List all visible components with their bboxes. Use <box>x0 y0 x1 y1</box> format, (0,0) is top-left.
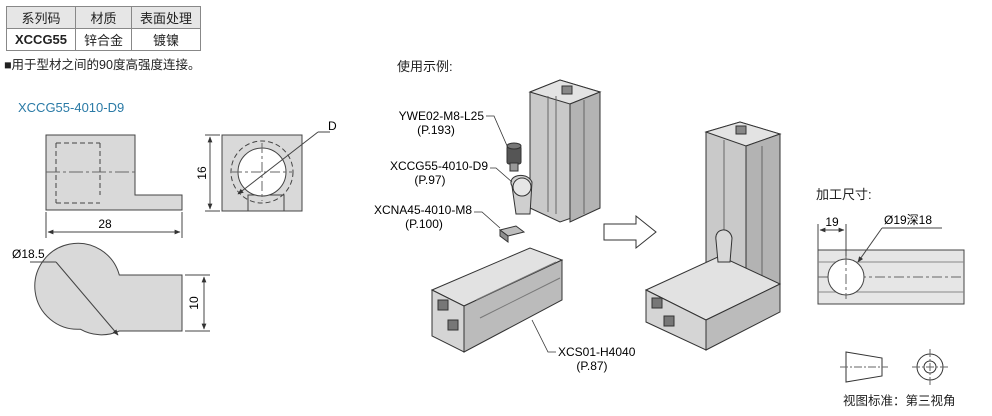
machining-offset: 19 <box>825 215 839 229</box>
description-text: ■用于型材之间的90度高强度连接。 <box>4 58 201 72</box>
dimension-height: 16 <box>195 166 209 180</box>
t-nut-page-label: (P.100) <box>405 217 443 231</box>
usage-example-title: 使用示例: <box>397 59 453 74</box>
value-surface-treatment: 镀镍 <box>131 28 202 51</box>
callout-leaders <box>474 115 556 353</box>
part-model-title: XCCG55-4010-D9 <box>18 100 125 115</box>
dimension-length: 28 <box>98 217 112 231</box>
value-series-code: XCCG55 <box>5 28 77 51</box>
front-view <box>45 134 183 238</box>
header-surface-treatment: 表面处理 <box>131 6 202 29</box>
third-angle-projection-icon <box>840 349 948 385</box>
spec-value-row: XCCG55 锌合金 镀镍 <box>5 28 202 51</box>
profile-page-label: (P.87) <box>576 359 607 373</box>
bolt-code-label: YWE02-M8-L25 <box>399 109 485 123</box>
machining-dimension-title: 加工尺寸: <box>816 187 872 202</box>
horizontal-profile <box>430 247 564 353</box>
bolt-part <box>506 142 522 172</box>
spec-header-row: 系列码 材质 表面处理 <box>5 6 202 29</box>
dimension-d-label: D <box>328 119 337 133</box>
vertical-profile <box>528 79 602 223</box>
connector-part <box>510 174 533 215</box>
machining-hole-spec: Ø19深18 <box>884 213 932 227</box>
header-material: 材质 <box>75 6 133 29</box>
profile-code-label: XCS01-H4040 <box>558 345 636 359</box>
assembly-arrow <box>603 214 657 250</box>
machining-detail <box>817 224 965 305</box>
connector-page-label: (P.97) <box>414 173 445 187</box>
side-view <box>205 131 330 212</box>
value-material: 锌合金 <box>75 28 133 51</box>
t-nut-part <box>498 225 526 243</box>
bolt-page-label: (P.193) <box>417 123 455 137</box>
dimension-diameter: Ø18.5 <box>12 247 45 261</box>
header-series-code: 系列码 <box>5 6 77 29</box>
assembled-frame <box>644 121 782 351</box>
spec-table: 系列码 材质 表面处理 XCCG55 锌合金 镀镍 <box>5 6 202 51</box>
connector-code-label: XCCG55-4010-D9 <box>390 159 488 173</box>
t-nut-code-label: XCNA45-4010-M8 <box>374 203 472 217</box>
dimension-width: 10 <box>187 296 201 310</box>
view-standard-label: 视图标准：第三视角 <box>843 394 956 408</box>
top-view <box>30 242 210 336</box>
